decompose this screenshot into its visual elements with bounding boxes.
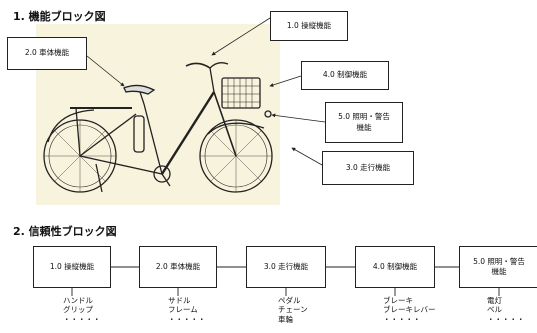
reliability-block-body: 2.0 車体機能	[139, 246, 217, 288]
reliability-block-control: 4.0 制御機能	[355, 246, 435, 288]
parts-list-body: サドル フレーム ・・・・・	[168, 296, 206, 324]
down-tube	[160, 91, 216, 175]
callout-body-function: 2.0 車体機能	[7, 37, 87, 70]
bicycle-illustration	[43, 62, 273, 193]
callout-steering-function: 1.0 操縦機能	[270, 11, 348, 41]
reliability-block-steering: 1.0 操縦機能	[33, 246, 111, 288]
callout-running-function: 3.0 走行機能	[322, 151, 414, 185]
parts-list-control: ブレーキ ブレーキレバー ・・・・・	[383, 296, 436, 324]
parts-list-steering: ハンドル グリップ ・・・・・	[63, 296, 101, 324]
function-block-heading: 1. 機能ブロック図	[13, 10, 106, 23]
reliability-block-lighting: 5.0 照明・警告 機能	[459, 246, 537, 288]
reliability-block-heading: 2. 信頼性ブロック図	[13, 225, 117, 238]
reliability-block-running: 3.0 走行機能	[246, 246, 326, 288]
basket	[221, 77, 261, 109]
parts-list-lighting: 電灯 ベル ・・・・・	[487, 296, 525, 324]
callout-lighting-function: 5.0 照明・警告 機能	[325, 102, 403, 143]
parts-list-running: ペダル チェーン 車輪	[278, 296, 308, 324]
callout-control-function: 4.0 制御機能	[301, 61, 389, 90]
lamp	[264, 110, 272, 118]
